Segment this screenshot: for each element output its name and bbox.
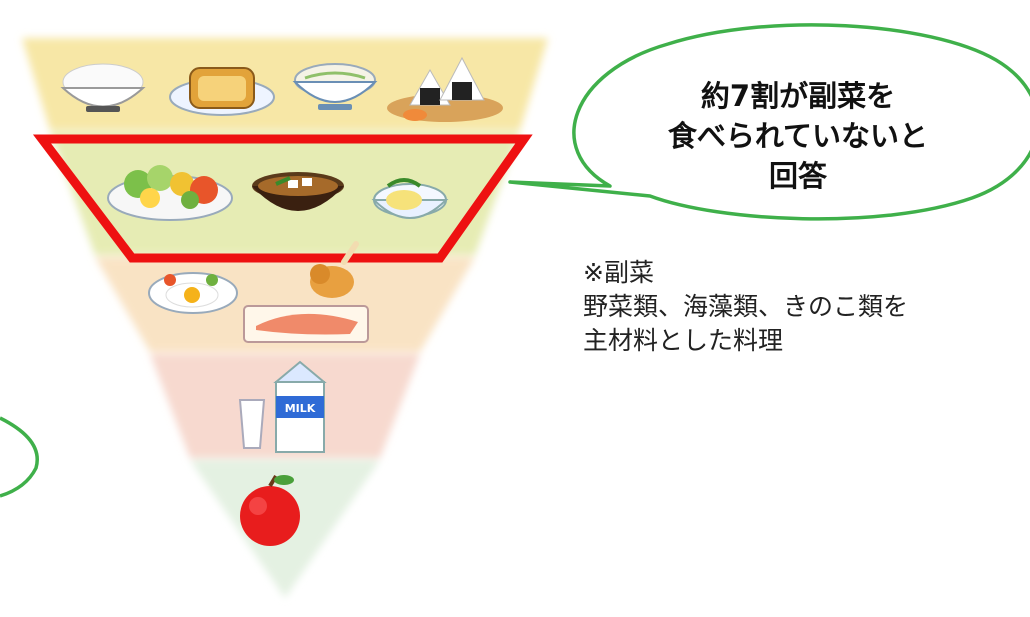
callout-line-1: 約7割が副菜を <box>700 79 896 113</box>
salmon-icon <box>243 305 369 343</box>
salad-icon <box>107 165 233 221</box>
note-heading: ※副菜 <box>583 258 654 287</box>
miso-soup-icon <box>252 172 344 211</box>
fried-chicken-icon <box>310 241 359 298</box>
egg-dish-icon <box>371 178 449 219</box>
noodle-bowl-icon <box>292 63 378 110</box>
rice-bowl-icon <box>60 63 146 112</box>
fried-egg-icon <box>148 272 238 314</box>
side-dish-highlight-frame <box>32 134 533 263</box>
svg-text:MILK: MILK <box>285 402 316 415</box>
side-dish-note: ※副菜 野菜類、海藻類、きのこ類を 主材料とした料理 <box>583 256 1013 358</box>
toast-icon <box>169 67 275 116</box>
note-line-2: 主材料とした料理 <box>583 326 784 355</box>
speech-bubble <box>508 23 1030 221</box>
note-line-1: 野菜類、海藻類、きのこ類を <box>583 292 909 321</box>
apple-icon <box>240 474 300 546</box>
callout-line-2: 食べられていないと <box>667 119 929 153</box>
milk-carton-icon: MILK <box>273 360 327 453</box>
milk-glass-icon <box>238 399 266 449</box>
callout-text: 約7割が副菜を 食べられていないと 回答 <box>618 76 978 196</box>
partial-bubble-left-edge <box>0 416 39 498</box>
onigiri-icon <box>387 56 503 122</box>
callout-line-3: 回答 <box>768 159 827 193</box>
